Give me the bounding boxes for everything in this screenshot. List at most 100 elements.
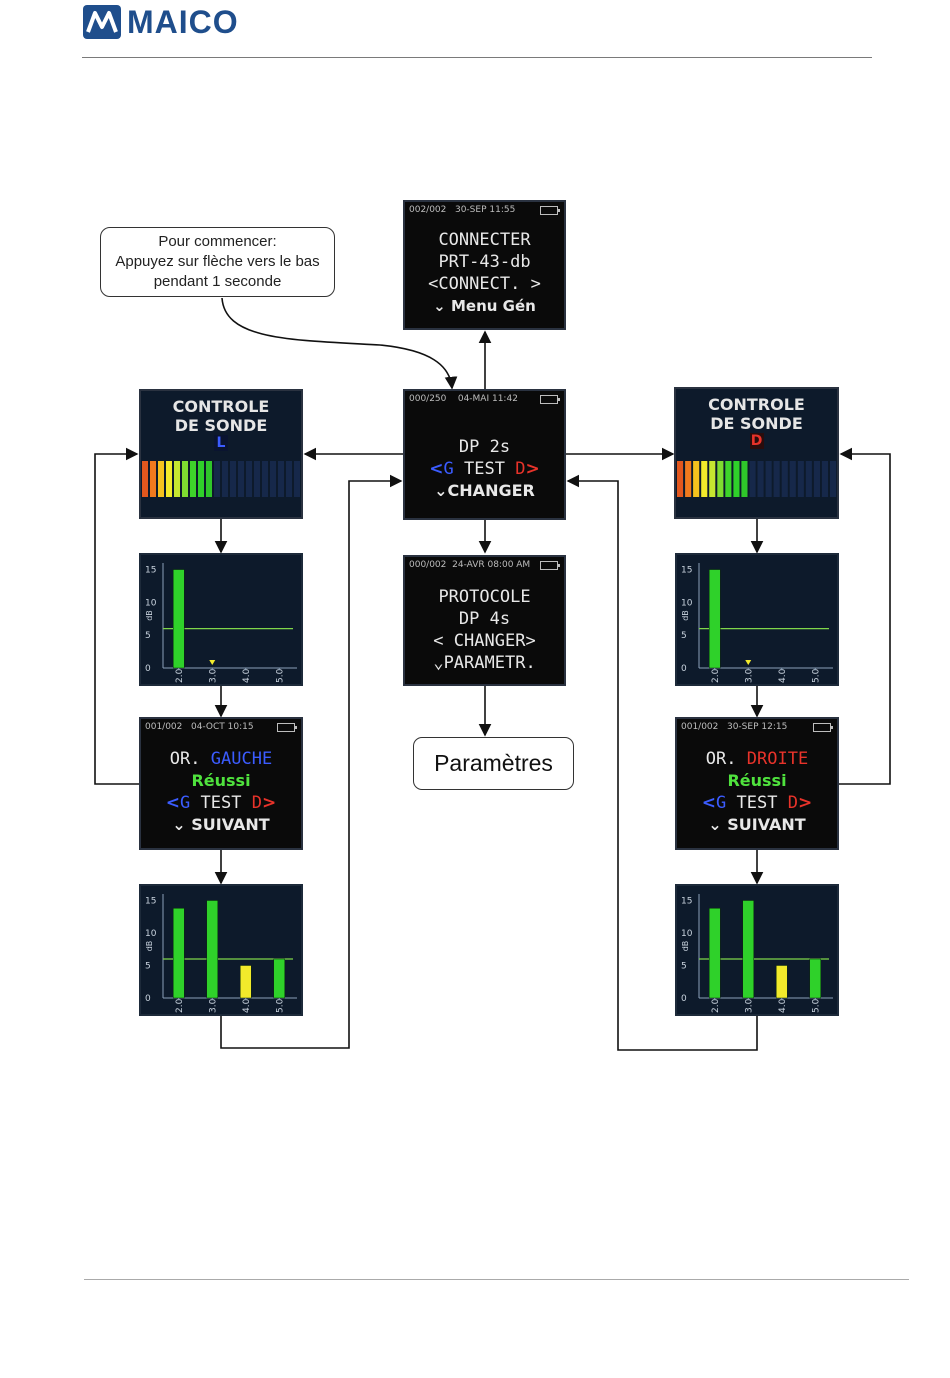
result-screen-left: 001/002 04-OCT 10:15 OR. GAUCHE Réussi <…: [139, 717, 303, 850]
change-row: ⌄CHANGER: [405, 480, 564, 502]
x-tick-label: 2.0: [175, 668, 185, 683]
bar: [809, 958, 821, 999]
chevron-down-icon: ⌄: [708, 815, 722, 834]
status-bar: 000/250 04-MAI 11:42: [405, 391, 564, 408]
level-segment-empty: [262, 461, 268, 497]
test-label: TEST: [200, 793, 242, 813]
level-segment-lit: [190, 461, 196, 497]
bar: [709, 569, 721, 669]
level-segment-lit: [709, 461, 716, 497]
level-segment-empty: [805, 461, 812, 497]
ear-name: GAUCHE: [210, 749, 273, 769]
connect-screen: 002/002 30-SEP 11:55 CONNECTER PRT-43-db…: [403, 200, 566, 330]
x-tick-label: 2.0: [711, 998, 721, 1013]
maico-logo: MAICO: [83, 4, 239, 40]
level-segment-lit: [182, 461, 188, 497]
level-segment-empty: [278, 461, 284, 497]
frequency-marker: [745, 660, 752, 665]
chevron-left-icon: <: [428, 274, 439, 294]
probe-check-left: CONTROLE DE SONDE L: [139, 389, 303, 519]
chevron-down-icon: ⌄: [433, 297, 446, 315]
y-axis-label: dB: [145, 941, 154, 952]
chevron-down-icon: ⌄: [434, 481, 448, 500]
level-segment-lit: [166, 461, 172, 497]
battery-icon: [540, 395, 560, 404]
y-tick-label: 0: [681, 994, 687, 1004]
callout-line-1: Pour commencer:: [158, 233, 277, 250]
chevron-right-icon: >: [261, 793, 277, 813]
y-tick-label: 5: [145, 631, 151, 641]
probe-title-line-1: CONTROLE: [708, 395, 805, 414]
bar: [742, 900, 754, 999]
status-bar: 000/002 24-AVR 08:00 AM: [405, 557, 564, 574]
ear-prefix: OR.: [169, 749, 201, 769]
x-tick-label: 5.0: [275, 668, 285, 683]
y-axis-label: dB: [145, 610, 154, 621]
x-tick-label: 4.0: [778, 998, 788, 1013]
connect-action-row: <CONNECT. >: [405, 273, 564, 295]
battery-icon: [813, 723, 833, 732]
parametres-box: Paramètres: [413, 737, 574, 790]
test-row: <G TEST D>: [677, 792, 837, 814]
bar: [206, 900, 218, 999]
bar: [709, 908, 721, 999]
connect-title: CONNECTER: [438, 230, 531, 250]
bar: [776, 965, 788, 999]
chevron-right-icon: >: [797, 793, 813, 813]
probe-title: CONTROLE DE SONDE L: [141, 391, 301, 451]
bar: [240, 965, 252, 999]
arrow-return-left: [220, 474, 403, 1049]
result-screen-right: 001/002 30-SEP 12:15 OR. DROITE Réussi <…: [675, 717, 839, 850]
level-segment-lit: [733, 461, 740, 497]
level-segment-empty: [286, 461, 292, 497]
y-tick-label: 0: [145, 994, 151, 1004]
level-meter-svg: [677, 461, 837, 497]
level-segment-empty: [797, 461, 804, 497]
next-row: ⌄ SUIVANT: [141, 814, 301, 836]
level-segment-lit: [741, 461, 748, 497]
battery-icon: [540, 561, 560, 570]
x-tick-label: 3.0: [208, 998, 218, 1013]
x-tick-label: 5.0: [811, 998, 821, 1013]
menu-label: Menu Gén: [450, 297, 536, 315]
test-row: <G TEST D>: [405, 458, 564, 480]
chevron-right-icon: >: [530, 274, 541, 294]
level-segment-empty: [830, 461, 837, 497]
protocol-title: PROTOCOLE: [438, 587, 531, 607]
x-tick-label: 3.0: [744, 998, 754, 1013]
chevron-right-icon: >: [525, 631, 536, 651]
x-tick-label: 2.0: [175, 998, 185, 1013]
chevron-left-icon: <: [701, 793, 717, 813]
probe-level-meter: [141, 459, 301, 499]
x-tick-label: 4.0: [242, 998, 252, 1013]
level-segment-lit: [150, 461, 156, 497]
record-counter: 000/002: [409, 560, 447, 570]
maico-logo-icon: [83, 5, 121, 39]
probe-title: CONTROLE DE SONDE D: [676, 389, 837, 449]
level-segment-empty: [773, 461, 780, 497]
x-tick-label: 3.0: [208, 668, 218, 683]
main-test-screen: 000/250 04-MAI 11:42 DP 2s <G TEST D> ⌄C…: [403, 389, 566, 520]
header-rule: [82, 57, 872, 58]
start-callout: Pour commencer: Appuyez sur flèche vers …: [100, 227, 335, 297]
level-segment-lit: [142, 461, 148, 497]
status-date: 24-AVR 08:00 AM: [452, 560, 531, 570]
ear-name: DROITE: [746, 749, 809, 769]
y-tick-label: 10: [145, 929, 157, 939]
record-counter: 002/002: [409, 205, 447, 215]
chevron-left-icon: <: [165, 793, 181, 813]
chevron-right-icon: >: [525, 459, 540, 479]
status-date: 30-SEP 11:55: [454, 205, 516, 215]
test-label: TEST: [464, 459, 505, 479]
level-meter-svg: [142, 461, 300, 497]
level-segment-empty: [813, 461, 820, 497]
level-segment-empty: [749, 461, 756, 497]
level-segment-empty: [270, 461, 276, 497]
parameters-row: ⌄PARAMETR.: [405, 652, 564, 674]
